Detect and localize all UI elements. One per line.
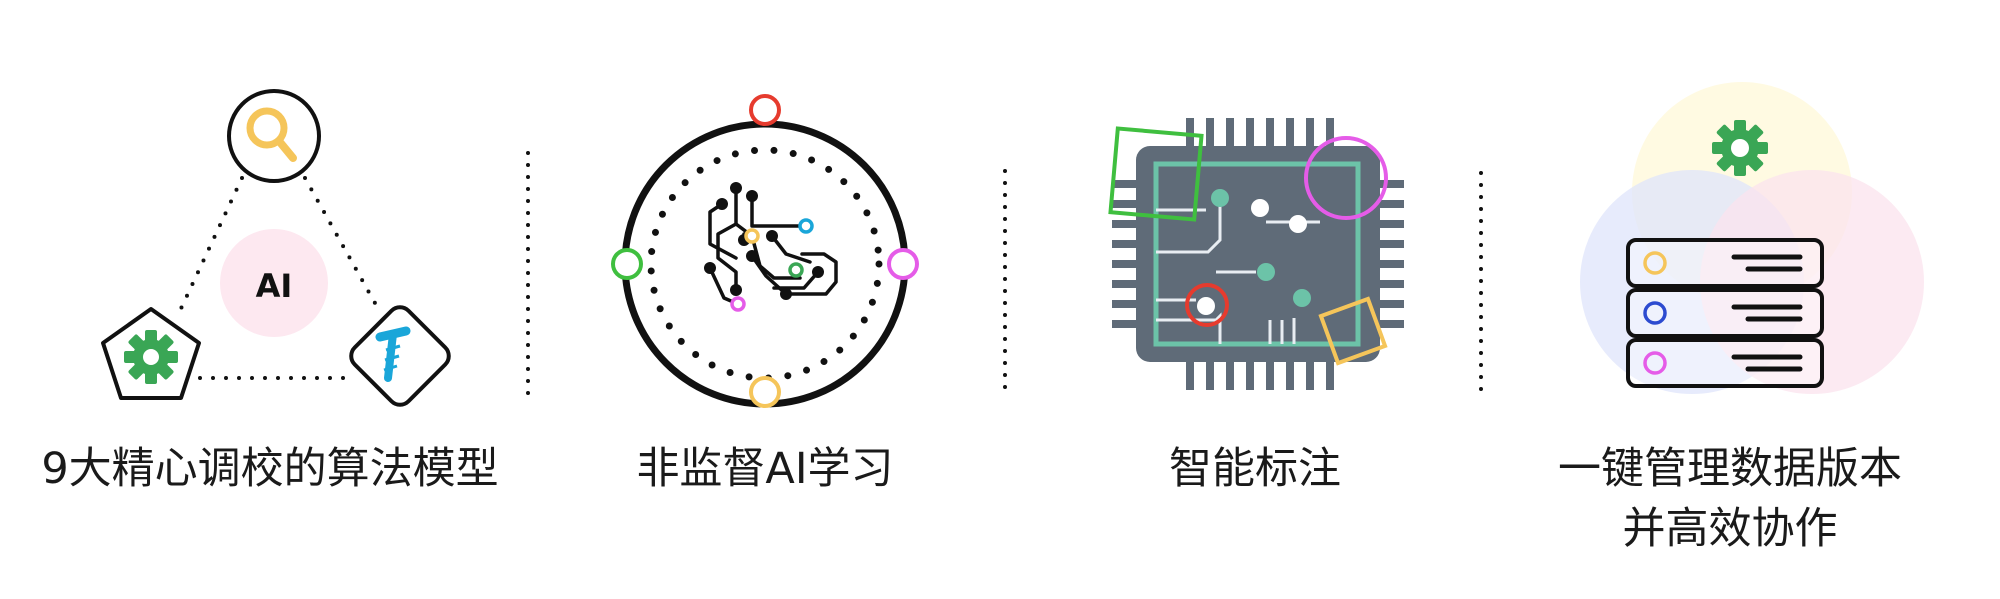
caption-versioning-line2: 并高效协作 bbox=[1622, 504, 1838, 554]
server-icon bbox=[1626, 238, 1824, 388]
caption-algorithms: 9大精心调校的算法模型 bbox=[41, 444, 499, 494]
gear-icon bbox=[101, 307, 201, 400]
annotation-box-yellow bbox=[1318, 296, 1388, 366]
divider-3 bbox=[1478, 170, 1484, 420]
node-top bbox=[749, 94, 781, 126]
caption-annotation: 智能标注 bbox=[1169, 444, 1341, 494]
versioning-illustration bbox=[1580, 82, 1924, 394]
unsupervised-illustration bbox=[611, 94, 919, 408]
chip-icon bbox=[1112, 118, 1404, 390]
node-bottom bbox=[749, 376, 781, 408]
ai-badge-circle bbox=[220, 229, 328, 337]
gear-icon bbox=[1712, 120, 1768, 176]
annotation-box-green bbox=[1108, 126, 1204, 222]
ai-badge-label: AI bbox=[256, 267, 293, 305]
circuit-icon bbox=[708, 186, 838, 306]
annotation-circle-magenta bbox=[1304, 136, 1388, 220]
algorithms-illustration: AI bbox=[101, 89, 451, 407]
feature-unsupervised: 非监督AI学习 bbox=[540, 0, 1000, 599]
feature-versioning: 一键管理数据版本 并高效协作 bbox=[1500, 0, 2000, 599]
divider-2 bbox=[1002, 168, 1008, 418]
node-right bbox=[887, 248, 919, 280]
divider-1 bbox=[525, 150, 531, 400]
caption-unsupervised: 非监督AI学习 bbox=[636, 444, 894, 494]
feature-annotation: 智能标注 bbox=[1020, 0, 1480, 599]
annotation-illustration bbox=[1108, 118, 1404, 390]
node-left bbox=[611, 248, 643, 280]
caption-versioning-line1: 一键管理数据版本 bbox=[1558, 444, 1902, 494]
screw-icon bbox=[349, 305, 451, 407]
annotation-circle-red bbox=[1185, 283, 1229, 327]
search-icon bbox=[227, 89, 321, 183]
feature-algorithms: AI 9大精心调校的算法模型 bbox=[0, 0, 520, 599]
